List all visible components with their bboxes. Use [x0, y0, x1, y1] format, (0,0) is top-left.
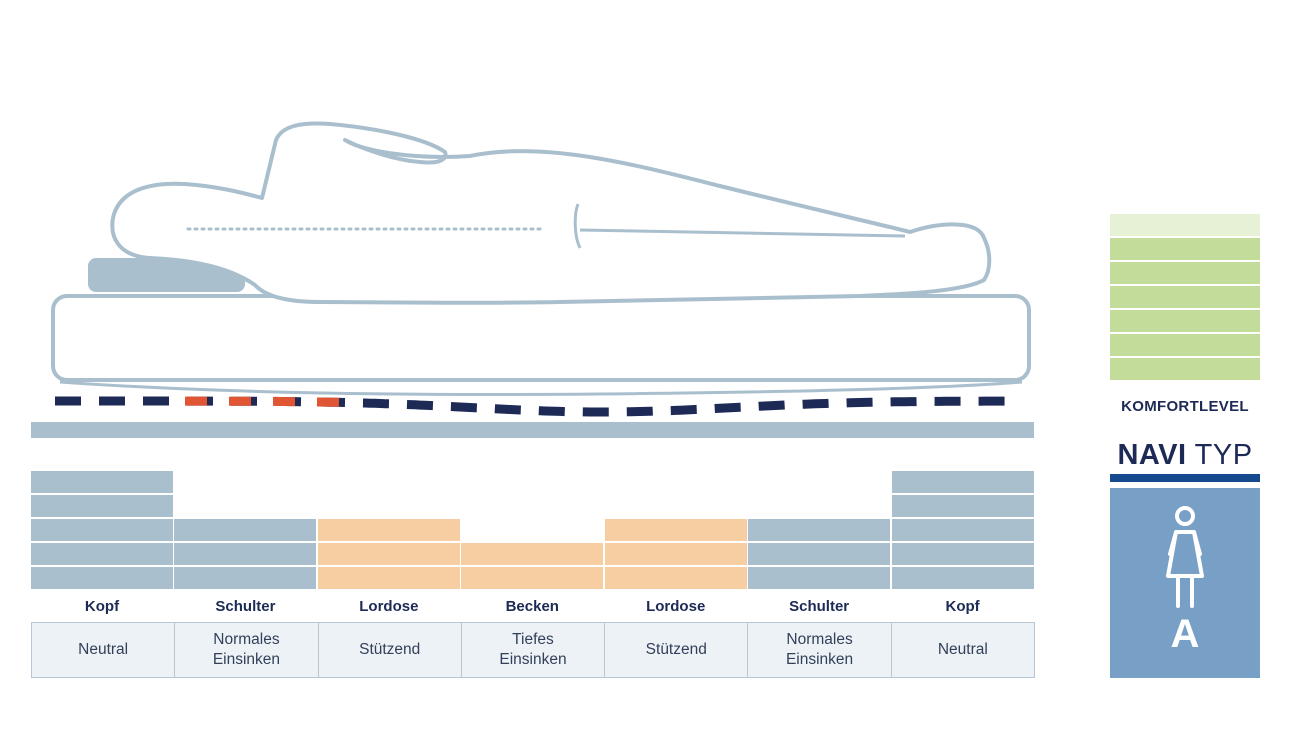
- zone-block: [891, 567, 1034, 589]
- zone-label: Lordose: [359, 598, 419, 615]
- mattress: [51, 294, 1031, 382]
- woman-figure-icon: [1166, 506, 1204, 608]
- comfort-bar: [1110, 262, 1260, 284]
- comfort-level-indicator: [1110, 214, 1260, 380]
- zone-block: [31, 567, 173, 589]
- base-plate: [31, 422, 1034, 438]
- zone-block: [317, 567, 460, 589]
- zone-block: [891, 495, 1034, 517]
- zone-block: [31, 519, 173, 541]
- zone-block: [317, 519, 460, 541]
- zone-description: Normales Einsinken: [748, 623, 892, 677]
- support-curve-main: [55, 396, 1015, 417]
- zone-description: Neutral: [32, 623, 176, 677]
- navi-type-word: TYP: [1194, 439, 1253, 471]
- zone-block: [31, 543, 173, 565]
- navi-underline: [1110, 474, 1260, 482]
- zone-label: Schulter: [789, 598, 850, 615]
- zone-description: Stützend: [319, 623, 462, 677]
- mattress-bottom-contour: [59, 380, 1023, 396]
- zone-description: Stützend: [605, 623, 749, 677]
- zone-block: [604, 519, 747, 541]
- zone-block: [748, 567, 891, 589]
- zone-description: Neutral: [937, 641, 988, 658]
- comfort-bar: [1110, 334, 1260, 356]
- zone-block: [891, 543, 1034, 565]
- zone-label: Kopf: [84, 598, 120, 615]
- zone-column: [748, 519, 891, 589]
- zone-label: Lordose: [646, 598, 706, 615]
- zone-block: [891, 471, 1034, 493]
- zone-column: [174, 519, 317, 589]
- zone-block: [461, 567, 604, 589]
- comfort-bar: [1110, 358, 1260, 380]
- zone-block: [891, 519, 1034, 541]
- zone-labels: Kopf Schulter Lordose Becken Lordose Schulter…: [31, 594, 1035, 620]
- zone-block: [748, 519, 891, 541]
- zone-block: [317, 543, 460, 565]
- comfort-level-label: KOMFORTLEVEL: [1121, 398, 1249, 415]
- zone-column: [461, 543, 604, 589]
- navi-type-card: A: [1110, 488, 1260, 678]
- support-curve: [55, 396, 1015, 417]
- zone-column: [317, 519, 460, 589]
- zone-block: [174, 543, 317, 565]
- zone-block: [604, 567, 747, 589]
- navi-type-letter: A: [1170, 612, 1200, 656]
- support-curve-accent: [185, 396, 346, 407]
- person-outline: [110, 121, 992, 305]
- zone-block: [604, 543, 747, 565]
- zone-columns: [31, 469, 1035, 589]
- zone-description: Tiefes Einsinken: [462, 623, 606, 677]
- zone-block: [174, 519, 317, 541]
- navi-type-heading: NAVI TYP: [1110, 438, 1260, 472]
- zone-block: [461, 543, 604, 565]
- zone-label: Kopf: [945, 598, 980, 615]
- zone-column: [31, 471, 173, 589]
- zone-block: [31, 471, 173, 493]
- zone-label: Becken: [505, 598, 559, 615]
- navi-brand: NAVI: [1117, 439, 1187, 471]
- comfort-bar: [1110, 238, 1260, 260]
- arm-line: [573, 203, 906, 249]
- zone-block: [31, 495, 173, 517]
- comfort-bar: [1110, 286, 1260, 308]
- comfort-bar: [1110, 310, 1260, 332]
- zone-block: [748, 543, 891, 565]
- zone-block: [174, 567, 317, 589]
- comfort-bar: [1110, 214, 1260, 236]
- zone-column: [891, 471, 1034, 589]
- zone-label: Schulter: [215, 598, 276, 615]
- zone-column: [604, 519, 747, 589]
- zone-description: Normales Einsinken: [175, 623, 319, 677]
